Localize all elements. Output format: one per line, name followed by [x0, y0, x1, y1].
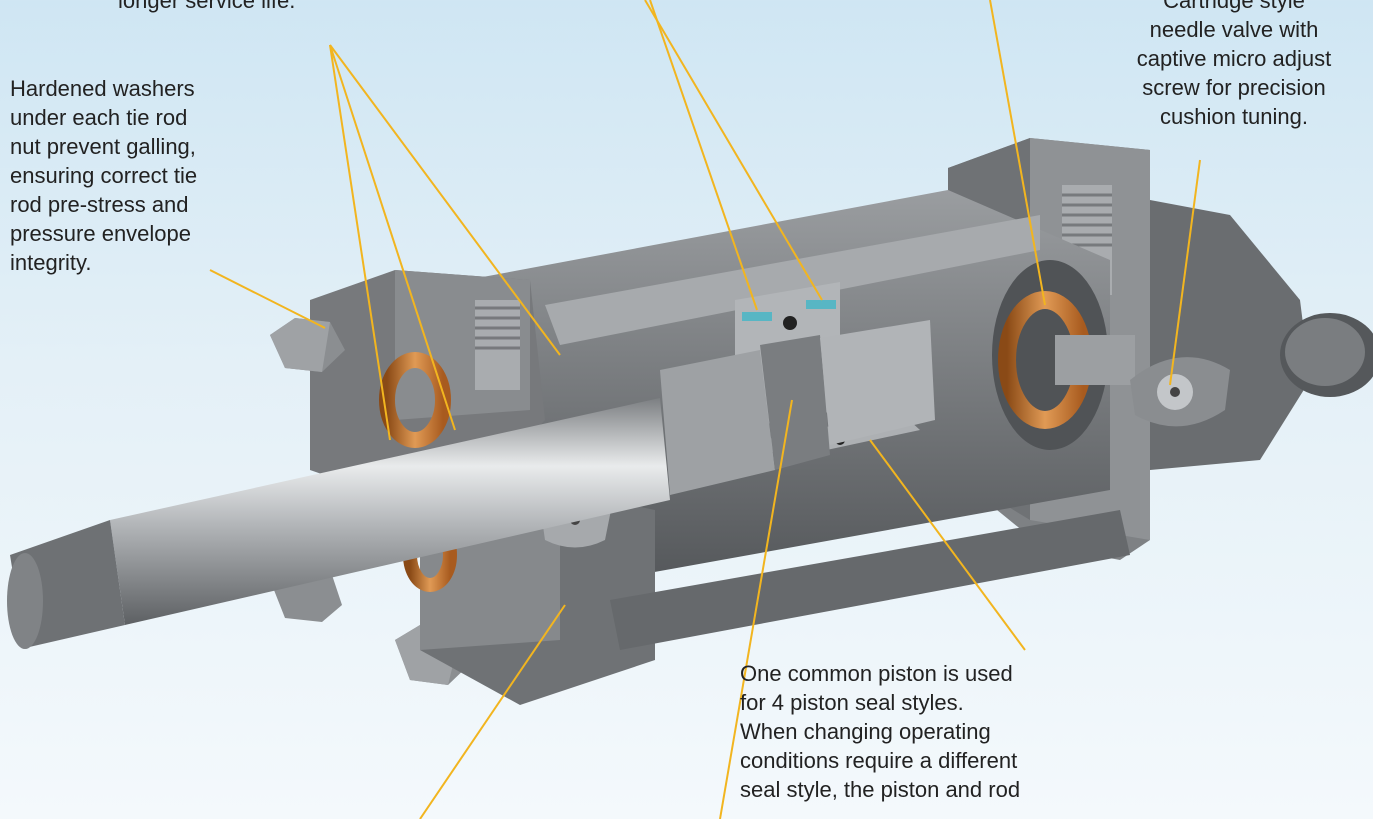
- callout-cartridge-needle-valve: Cartridge style needle valve with captiv…: [1136, 0, 1332, 129]
- front-port-threads: [475, 306, 520, 350]
- leader-lines: [209, 0, 1201, 819]
- leader-rod-thread: [719, 399, 793, 819]
- rod-cushion-spear: [820, 320, 935, 445]
- leader-cushion-sleeve: [989, 0, 1046, 306]
- front-port: [475, 300, 520, 390]
- needle-valve: [1130, 357, 1230, 427]
- piston-seal-2: [806, 300, 836, 309]
- leader-seal-2: [329, 44, 456, 431]
- callout-hardened-washers: Hardened washers under each tie rod nut …: [10, 76, 198, 275]
- piston-hole: [783, 316, 797, 330]
- callout-common-piston: One common piston is used for 4 piston s…: [740, 661, 1021, 802]
- piston-seal-1: [742, 312, 772, 321]
- leader-piston-seal-a: [649, 0, 758, 311]
- rod-shoulder: [660, 350, 775, 495]
- callout-service-life: longer service life.: [118, 0, 296, 13]
- leader-piston-seal-b: [644, 0, 823, 301]
- leader-seal-3: [329, 44, 561, 356]
- tie-rod-nut-top: [270, 318, 345, 372]
- tube-wall-top: [545, 215, 1040, 345]
- rod-thread-section: [760, 335, 830, 470]
- leader-washer: [209, 269, 326, 329]
- leader-front-block: [419, 604, 566, 819]
- leader-seal-1: [329, 44, 391, 441]
- leader-piston: [869, 439, 1026, 651]
- piston-rod: [7, 320, 935, 649]
- rear-tie-rod-boss: [1150, 200, 1373, 470]
- leader-needle-valve: [1169, 159, 1201, 386]
- lower-tie-rod: [610, 510, 1130, 650]
